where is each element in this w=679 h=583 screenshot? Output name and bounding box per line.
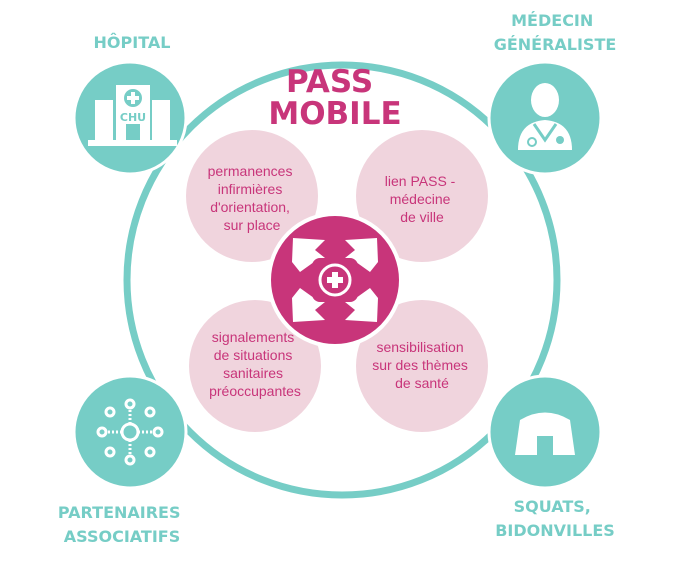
action-1: permanences infirmières d'orientation, s… — [208, 163, 297, 233]
hospital-icon: CHU — [72, 60, 188, 176]
action-2: lien PASS - médecine de ville — [385, 173, 459, 225]
title: PASS MOBILE — [268, 64, 401, 132]
label-medecin: MÉDECIN GÉNÉRALISTE — [494, 11, 617, 54]
action-circles — [186, 130, 488, 432]
network-icon — [72, 374, 188, 490]
label-partenaires: PARTENAIRES ASSOCIATIFS — [58, 503, 186, 546]
label-hopital: HÔPITAL — [94, 33, 171, 52]
tent-icon — [487, 374, 603, 490]
outreach-cross-icon — [267, 212, 403, 348]
action-3: signalements de situations sanitaires pr… — [209, 329, 301, 399]
doctor-icon — [487, 60, 603, 176]
chu-text: CHU — [120, 111, 146, 124]
action-4: sensibilisation sur des thèmes de santé — [372, 339, 472, 391]
network-ring — [123, 61, 561, 499]
label-squats: SQUATS, BIDONVILLES — [495, 497, 615, 540]
